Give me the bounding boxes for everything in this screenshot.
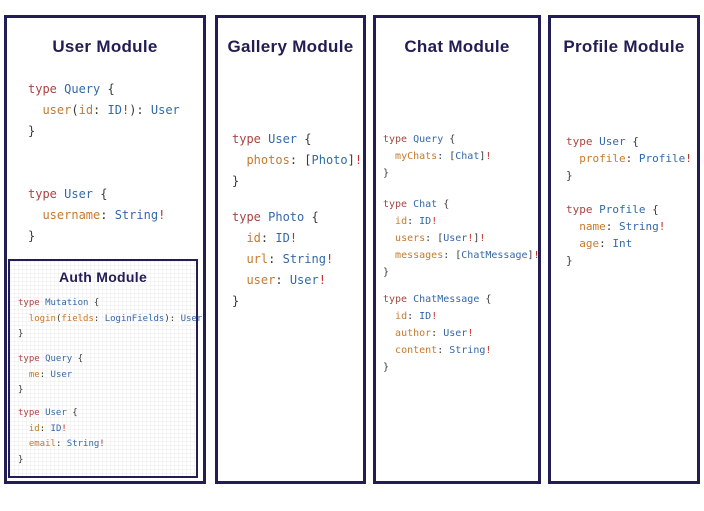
auth-mutation-code-block: type Mutation { login(fields: LoginField… xyxy=(18,298,203,339)
gallery-module-panel: Gallery Module type User { photos: [Phot… xyxy=(215,15,366,484)
gallery-user-code-block: type User { photos: [Photo]!} xyxy=(232,132,363,188)
auth-module-panel: Auth Module type Mutation { login(fields… xyxy=(8,259,202,478)
user-module-panel: User Module type Query { user(id: ID!): … xyxy=(4,15,206,484)
profile-type-code-block: type Profile { name: String! age: Int} xyxy=(566,203,666,267)
user-type-code-block: type User { username: String!} xyxy=(28,187,166,243)
chat-message-code-block: type ChatMessage { id: ID! author: User!… xyxy=(383,294,492,373)
user-query-code-block: type Query { user(id: ID!): User} xyxy=(28,82,180,138)
chat-module-title: Chat Module xyxy=(404,37,510,56)
auth-user-code-block: type User { id: ID! email: String!} xyxy=(18,408,105,465)
user-module-title: User Module xyxy=(52,37,158,56)
profile-module-title: Profile Module xyxy=(563,37,685,56)
chat-query-code-block: type Query { myChats: [Chat]!} xyxy=(383,134,492,179)
auth-module-title: Auth Module xyxy=(58,269,148,285)
chat-module-panel: Chat Module type Query { myChats: [Chat]… xyxy=(373,15,541,484)
auth-query-code-block: type Query { me: User} xyxy=(18,354,84,395)
profile-user-code-block: type User { profile: Profile!} xyxy=(566,135,692,182)
gallery-photo-code-block: type Photo { id: ID! url: String! user: … xyxy=(232,210,334,308)
profile-module-panel: Profile Module type User { profile: Prof… xyxy=(548,15,700,484)
gallery-module-title: Gallery Module xyxy=(227,37,354,56)
chat-type-code-block: type Chat { id: ID! users: [User!]! mess… xyxy=(383,199,540,278)
